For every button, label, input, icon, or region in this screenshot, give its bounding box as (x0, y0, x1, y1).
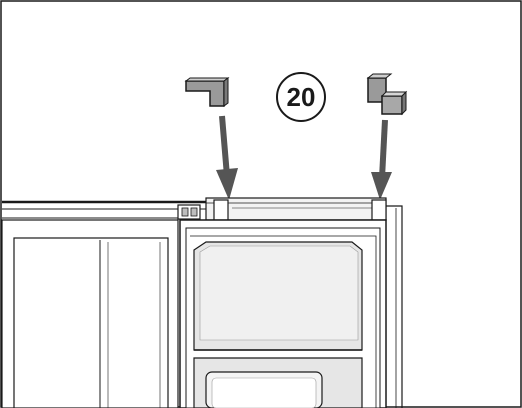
insert-arrow-left (216, 115, 238, 200)
step-badge: 20 (276, 72, 326, 122)
step-circle (276, 72, 326, 122)
hinge-cover-right-icon (366, 73, 408, 116)
upper-shelf-panel (193, 241, 363, 351)
insert-arrow-right (371, 119, 392, 200)
hinge-left (177, 199, 229, 221)
left-door (1, 219, 179, 408)
hinge-cover-left-icon (184, 77, 230, 107)
step-number: 20 (287, 82, 316, 112)
hinge-right (371, 199, 403, 408)
lower-drawer-panel (193, 357, 363, 408)
